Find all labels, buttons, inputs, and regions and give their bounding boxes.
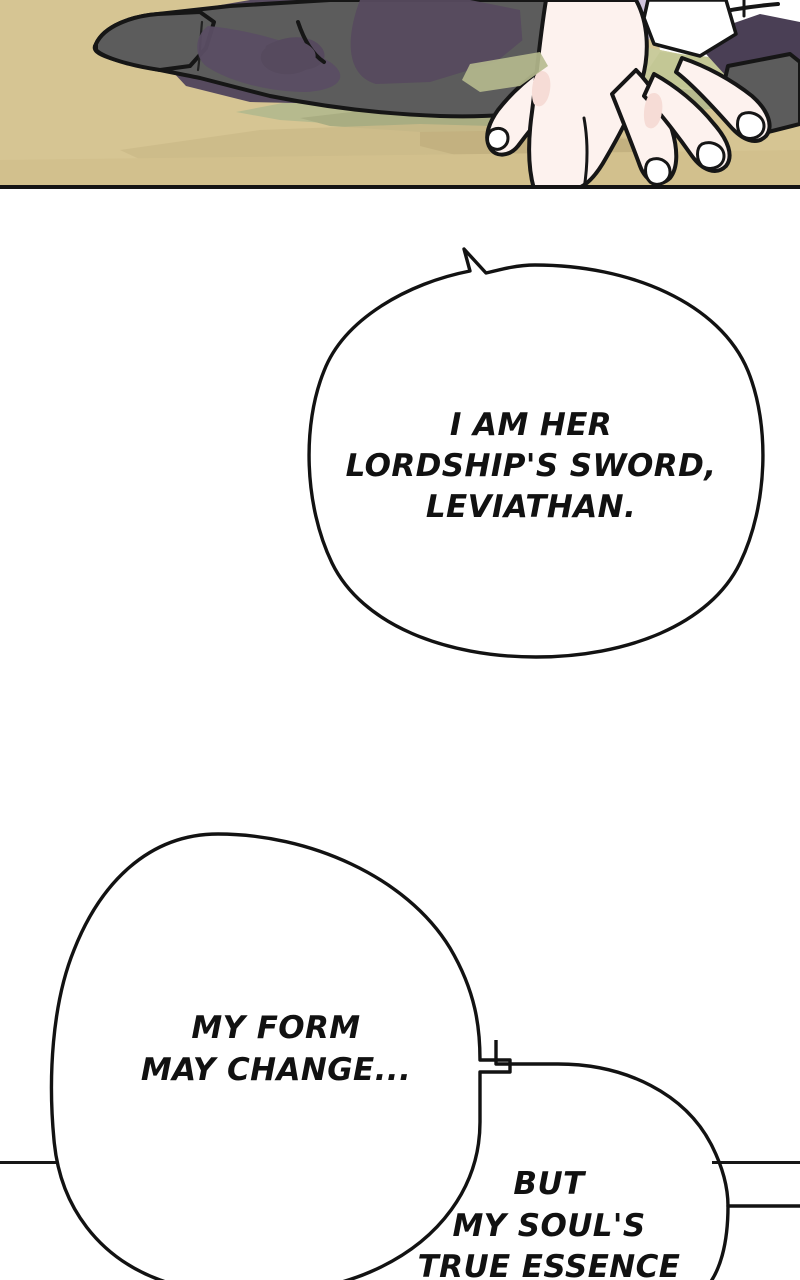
desert-scene-illustration — [0, 0, 800, 189]
speech-bubble-2-shape — [49, 832, 512, 1280]
art-panel — [0, 0, 800, 189]
speech-bubble-2 — [40, 822, 540, 1280]
speech-bubble-2-text: MY FORM MAY CHANGE... — [140, 1010, 412, 1088]
speech-bubble-3 — [462, 1038, 800, 1280]
bubble-3-outline — [494, 1040, 800, 1208]
pinky-nail — [736, 111, 766, 140]
outstretched-hand — [485, 0, 772, 189]
ring-nail — [696, 141, 726, 170]
index-nail — [644, 157, 672, 186]
bubble-1-outline — [307, 247, 765, 659]
grass-accent-near-hand — [462, 52, 548, 92]
hand-shade-knuckle-1 — [531, 70, 551, 107]
panel-divider-right — [712, 1161, 800, 1164]
panel-bottom-border — [0, 185, 800, 189]
speech-bubble-1-text: I AM HER LORDSHIP'S SWORD, LEVIATHAN. — [345, 407, 717, 525]
thumb-nail — [486, 126, 510, 151]
hand-crease-line — [582, 116, 589, 189]
speech-bubble-1-shape — [307, 247, 765, 659]
bubble-2-outline — [49, 832, 512, 1280]
bubble-3-right-edge — [709, 1204, 730, 1280]
panel-divider-left — [0, 1161, 78, 1164]
speech-bubble-1 — [300, 243, 770, 673]
speech-bubble-3-text: BUT MY SOUL'S TRUE ESSENCE — [417, 1166, 681, 1280]
cord-bead — [260, 40, 316, 75]
hand-shade-knuckle-2 — [643, 92, 663, 129]
speech-bubble-3-shape — [494, 1040, 800, 1280]
